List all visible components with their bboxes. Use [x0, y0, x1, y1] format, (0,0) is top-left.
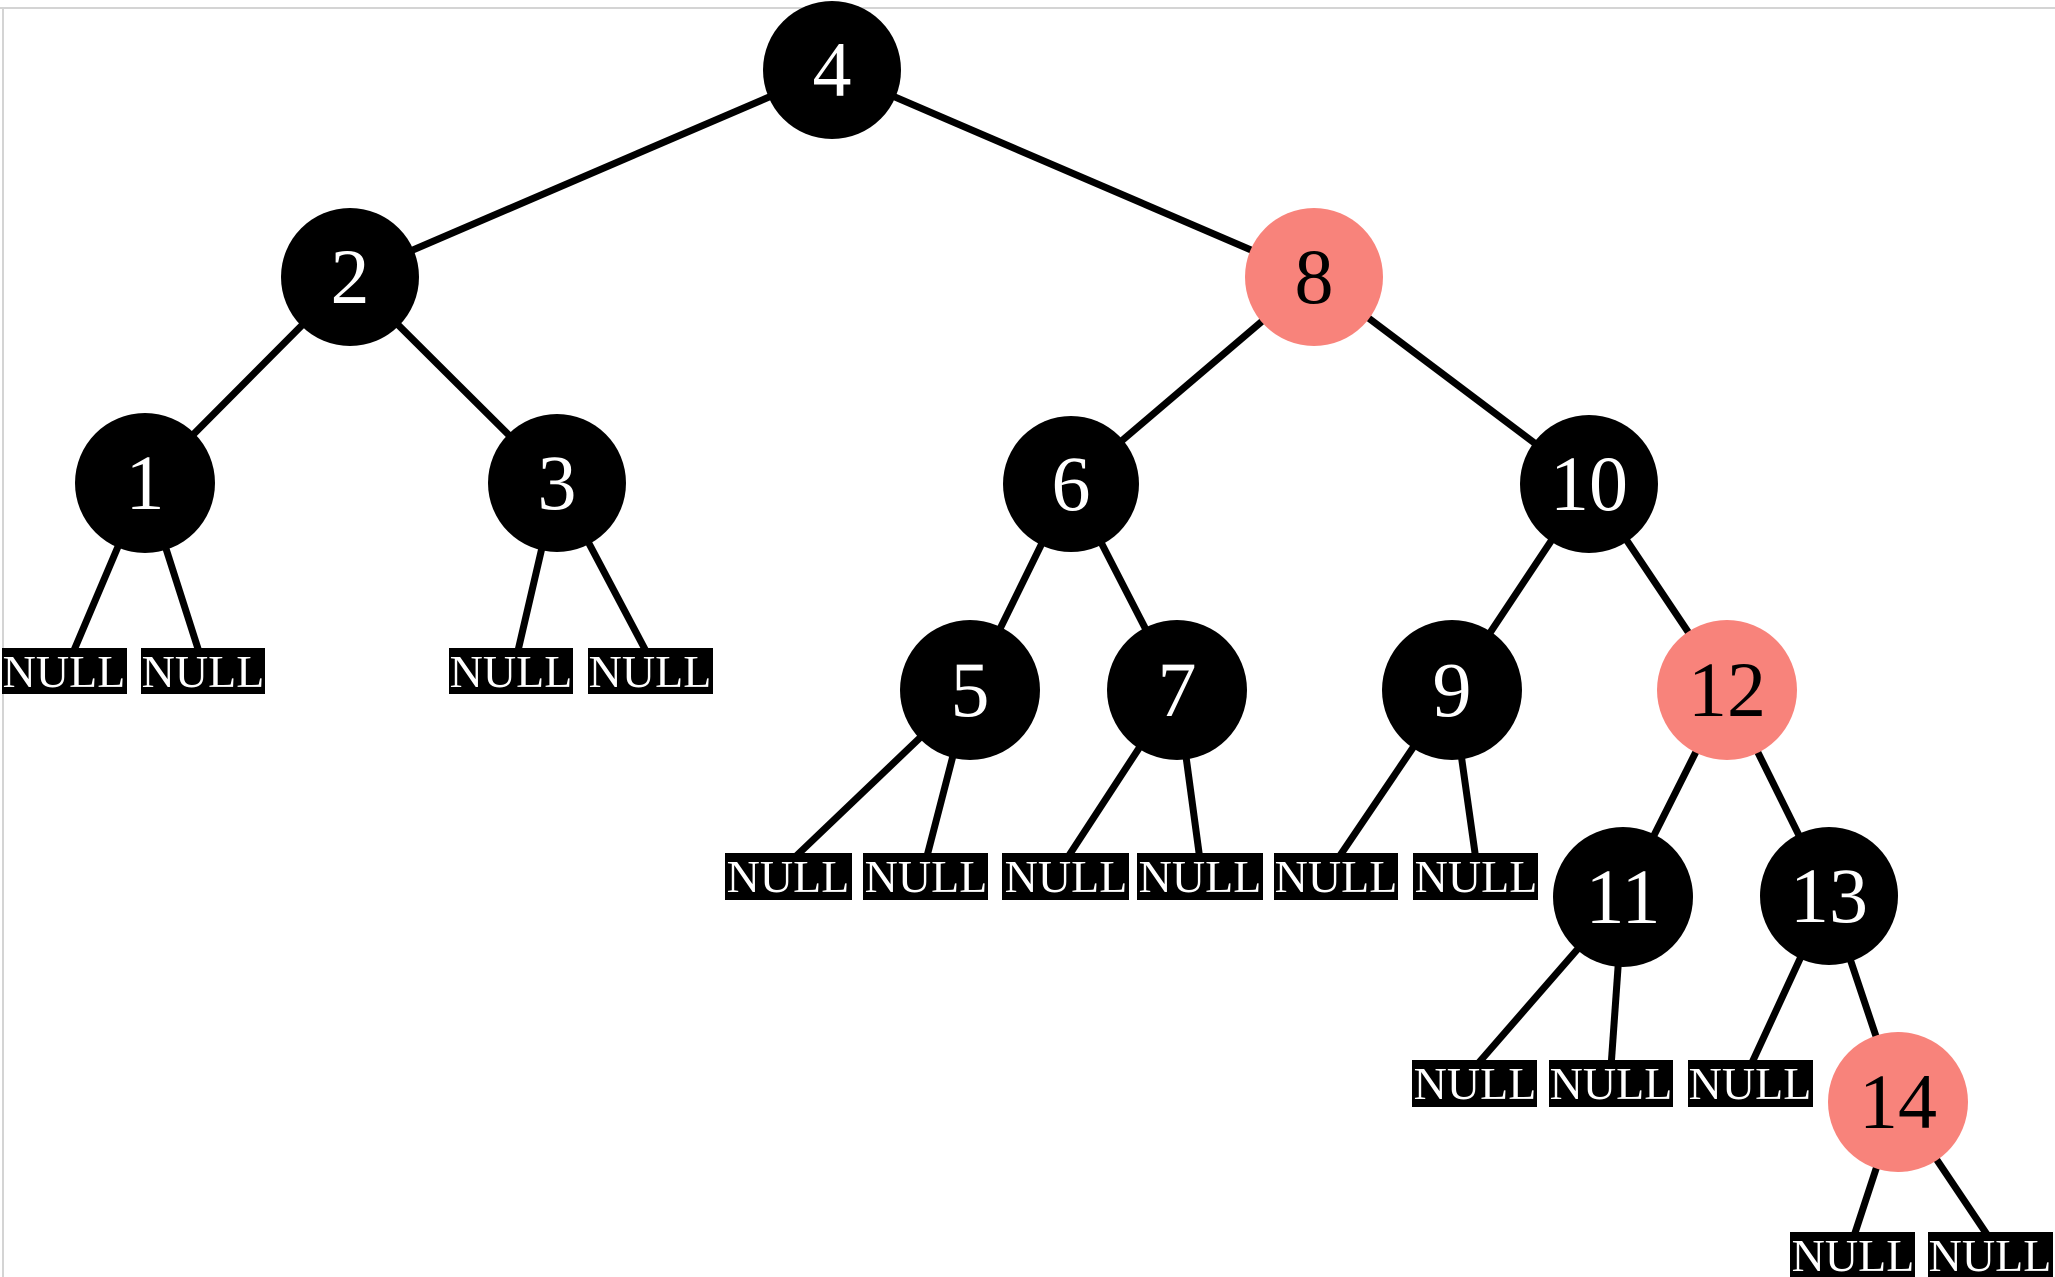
node-circle [1520, 415, 1658, 553]
tree-edge-4-2 [348, 66, 834, 281]
null-leaf: NULL [1002, 851, 1129, 902]
node-circle [1107, 620, 1247, 760]
null-leaf: NULL [1137, 851, 1263, 902]
tree-node-8: 8 [1245, 208, 1383, 346]
null-box-label: NULL [3, 646, 126, 697]
node-value-label: 9 [1433, 646, 1472, 733]
null-box [1790, 1232, 1915, 1277]
node-circle [1382, 620, 1522, 760]
node-circle [1003, 416, 1139, 552]
node-circle [1657, 620, 1797, 760]
frame-left-border [2, 7, 4, 1277]
null-box [1549, 1060, 1673, 1107]
node-circle [1828, 1032, 1968, 1172]
null-box [1412, 1060, 1537, 1107]
node-value-label: 6 [1052, 440, 1091, 527]
null-box-label: NULL [727, 851, 850, 902]
null-leaf: NULL [1688, 1058, 1813, 1109]
null-box [1137, 853, 1263, 900]
null-leaf: NULL [1549, 1058, 1673, 1109]
node-circle [488, 414, 626, 552]
null-leaf: NULL [2, 646, 127, 697]
null-leaf: NULL [863, 851, 988, 902]
null-box-label: NULL [1414, 1058, 1537, 1109]
null-leaf: NULL [449, 646, 573, 697]
node-circle [75, 413, 215, 553]
tree-node-12: 12 [1657, 620, 1797, 760]
null-box [1274, 853, 1398, 900]
null-leaf: NULL [1928, 1230, 2053, 1277]
null-box [1688, 1060, 1813, 1107]
node-circle [281, 208, 419, 346]
null-box-label: NULL [1792, 1230, 1915, 1277]
frame-top-border [0, 7, 2055, 9]
tree-node-2: 2 [281, 208, 419, 346]
null-box [588, 648, 713, 694]
tree-node-4: 4 [763, 1, 901, 139]
null-box [863, 853, 988, 900]
null-box-label: NULL [865, 851, 988, 902]
null-box [2, 648, 127, 694]
null-leaf: NULL [588, 646, 713, 697]
node-circle [763, 1, 901, 139]
null-leaf: NULL [725, 851, 852, 902]
null-leaf: NULL [1412, 1058, 1537, 1109]
null-box-label: NULL [1689, 1058, 1812, 1109]
null-box [141, 648, 265, 694]
null-box [1928, 1232, 2053, 1277]
null-box-label: NULL [450, 646, 573, 697]
null-box-label: NULL [1275, 851, 1398, 902]
node-circle [1760, 827, 1898, 965]
node-value-label: 2 [331, 233, 370, 320]
node-value-label: 1 [126, 439, 165, 526]
null-box-label: NULL [1550, 1058, 1673, 1109]
tree-node-13: 13 [1760, 827, 1898, 965]
tree-edge-4-8 [830, 66, 1316, 281]
tree-node-11: 11 [1553, 827, 1693, 967]
null-box-label: NULL [142, 646, 265, 697]
node-value-label: 3 [538, 439, 577, 526]
null-leaf: NULL [141, 646, 265, 697]
null-box-label: NULL [1139, 851, 1262, 902]
node-value-label: 10 [1550, 440, 1628, 527]
null-box [725, 853, 852, 900]
tree-node-3: 3 [488, 414, 626, 552]
null-box-label: NULL [589, 646, 712, 697]
node-value-label: 5 [951, 646, 990, 733]
node-circle [900, 620, 1040, 760]
null-leaf: NULL [1274, 851, 1398, 902]
node-value-label: 4 [813, 26, 852, 113]
tree-node-14: 14 [1828, 1032, 1968, 1172]
null-box-label: NULL [1415, 851, 1538, 902]
tree-node-5: 5 [900, 620, 1040, 760]
node-circle [1245, 208, 1383, 346]
node-value-label: 14 [1859, 1058, 1937, 1145]
node-value-label: 7 [1158, 646, 1197, 733]
node-value-label: 13 [1790, 852, 1868, 939]
tree-node-7: 7 [1107, 620, 1247, 760]
tree-node-10: 10 [1520, 415, 1658, 553]
null-box [1413, 853, 1538, 900]
null-box [449, 648, 573, 694]
null-leaf: NULL [1790, 1230, 1915, 1277]
null-box-label: NULL [1005, 851, 1128, 902]
node-value-label: 8 [1295, 233, 1334, 320]
tree-node-1: 1 [75, 413, 215, 553]
node-circle [1553, 827, 1693, 967]
tree-node-6: 6 [1003, 416, 1139, 552]
null-box-label: NULL [1929, 1230, 2052, 1277]
node-value-label: 12 [1688, 646, 1766, 733]
tree-node-9: 9 [1382, 620, 1522, 760]
null-box [1002, 853, 1129, 900]
null-leaf: NULL [1413, 851, 1538, 902]
node-value-label: 11 [1585, 853, 1660, 940]
